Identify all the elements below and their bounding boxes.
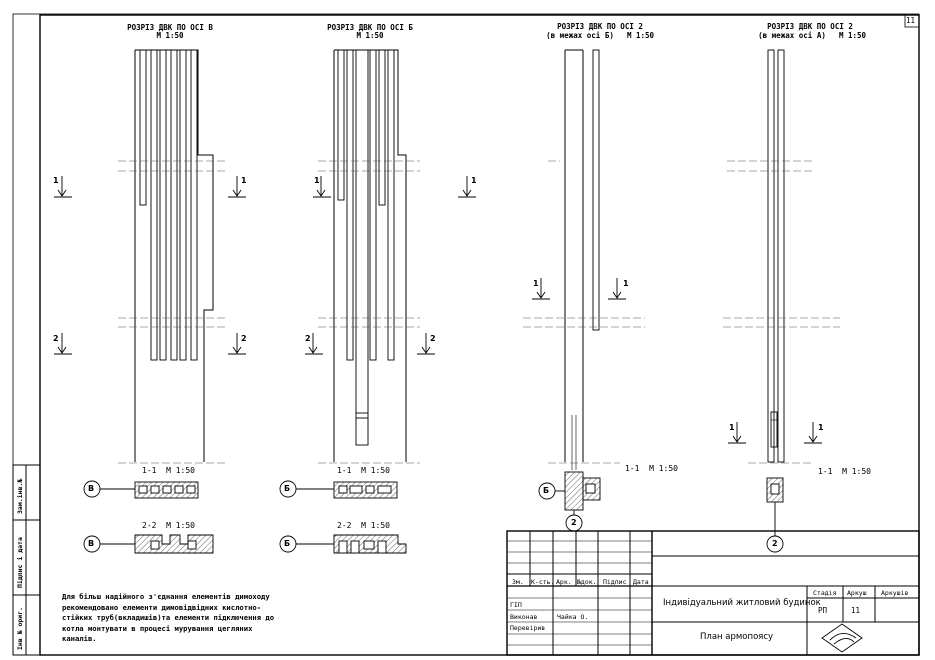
axis-label-v: В — [88, 539, 95, 548]
plan-v-1-1 — [83, 480, 199, 499]
tb-author-name: Чайка О. — [557, 613, 589, 621]
section-3-subtitle: (в межах осі Б) — [546, 31, 614, 40]
section-4-subtitle: (в межах осі А) — [758, 31, 826, 40]
section-2b-levels — [523, 160, 645, 464]
cut-label: 2 — [53, 334, 59, 343]
inner-frame — [39, 14, 920, 656]
tb-header-date: Дата — [633, 578, 649, 586]
axis-label-2: 2 — [571, 518, 577, 527]
axis-label-v: В — [88, 484, 95, 493]
cut-label: 1 — [241, 176, 247, 185]
section-3-scale: М 1:50 — [626, 31, 655, 40]
cut-markers — [54, 176, 822, 444]
company-logo — [821, 623, 863, 653]
tb-stage-label: Стадія — [813, 589, 837, 597]
tb-drawing-name: План армопоясу — [700, 632, 774, 642]
axis-label-b: Б — [543, 486, 550, 495]
plan-2a — [766, 477, 784, 553]
cut-label: 1 — [471, 176, 477, 185]
title-block-lines — [506, 530, 920, 656]
section-v-elevation — [134, 49, 214, 462]
tb-header-count: К-сть. — [531, 578, 555, 586]
tb-header-zm: Зм. — [512, 578, 524, 586]
cut-label: 2 — [305, 334, 311, 343]
sheet-number-box — [904, 14, 920, 28]
tb-role-gip: ГІП — [510, 601, 522, 609]
cut-label: 1 — [53, 176, 59, 185]
plan-label-1-1: 1-1 М 1:50 — [142, 466, 195, 475]
tb-header-sign: Підпис — [603, 578, 627, 586]
section-b-elevation — [333, 49, 407, 462]
axis-label-b: Б — [284, 539, 291, 548]
section-2-title: РОЗРІЗ ДВК ПО ОСІ Б — [327, 23, 413, 32]
outer-frame — [12, 13, 920, 656]
section-4-title: РОЗРІЗ ДВК ПО ОСІ 2 — [767, 22, 853, 31]
section-2b-elevation — [564, 49, 600, 470]
plan-2b — [538, 471, 601, 532]
plan-label-2-2: 2-2 М 1:50 — [142, 521, 195, 530]
side-stamp — [12, 464, 41, 656]
plan-label-1-1: 1-1 М 1:50 — [818, 467, 871, 476]
section-b-levels — [318, 160, 420, 464]
cut-label: 1 — [314, 176, 320, 185]
tb-sheet-value: 11 — [851, 606, 861, 615]
tb-sheets-label: Аркушів — [881, 589, 909, 597]
section-v-levels — [118, 160, 228, 464]
sheet-number: 11 — [906, 16, 916, 25]
section-3-title: РОЗРІЗ ДВК ПО ОСІ 2 — [557, 22, 643, 31]
section-4-scale: М 1:50 — [838, 31, 867, 40]
plan-b-1-1 — [279, 480, 398, 499]
axis-label-2: 2 — [772, 539, 778, 548]
side-stamp-repl: Зам.інв.№ — [16, 478, 24, 514]
tb-header-doc: №док. — [577, 578, 597, 586]
cut-label: 2 — [241, 334, 247, 343]
cut-label: 1 — [533, 279, 539, 288]
plan-label-2-2: 2-2 М 1:50 — [337, 521, 390, 530]
tb-stage-value: РП — [818, 606, 828, 615]
cut-label: 1 — [729, 423, 735, 432]
side-stamp-inv: Інв № ориг. — [16, 606, 24, 650]
axis-label-b: Б — [284, 484, 291, 493]
section-2-scale: М 1:50 — [356, 31, 384, 40]
cut-label: 1 — [818, 423, 824, 432]
cut-label: 1 — [623, 279, 629, 288]
plan-label-1-1: 1-1 М 1:50 — [625, 464, 678, 473]
tb-sheet-label: Аркуш — [847, 589, 867, 597]
tb-role-checker: Перевірив — [510, 624, 546, 632]
plan-b-2-2 — [279, 534, 407, 554]
tb-role-author: Виконав — [510, 613, 538, 621]
section-1-title: РОЗРІЗ ДВК ПО ОСІ В — [127, 23, 213, 32]
plan-v-2-2 — [83, 534, 214, 554]
side-stamp-sign: Підпис і дата — [16, 537, 24, 588]
tb-project-name: Індивідуальний житловий будинок — [663, 598, 821, 608]
construction-note: Для більш надійного з'єднання елементів … — [62, 592, 275, 643]
section-2a-levels — [723, 160, 840, 464]
section-2a-elevation — [767, 49, 785, 463]
section-1-scale: М 1:50 — [156, 31, 184, 40]
plan-label-1-1: 1-1 М 1:50 — [337, 466, 390, 475]
tb-header-sheet: Арк. — [556, 578, 572, 586]
cut-label: 2 — [430, 334, 436, 343]
